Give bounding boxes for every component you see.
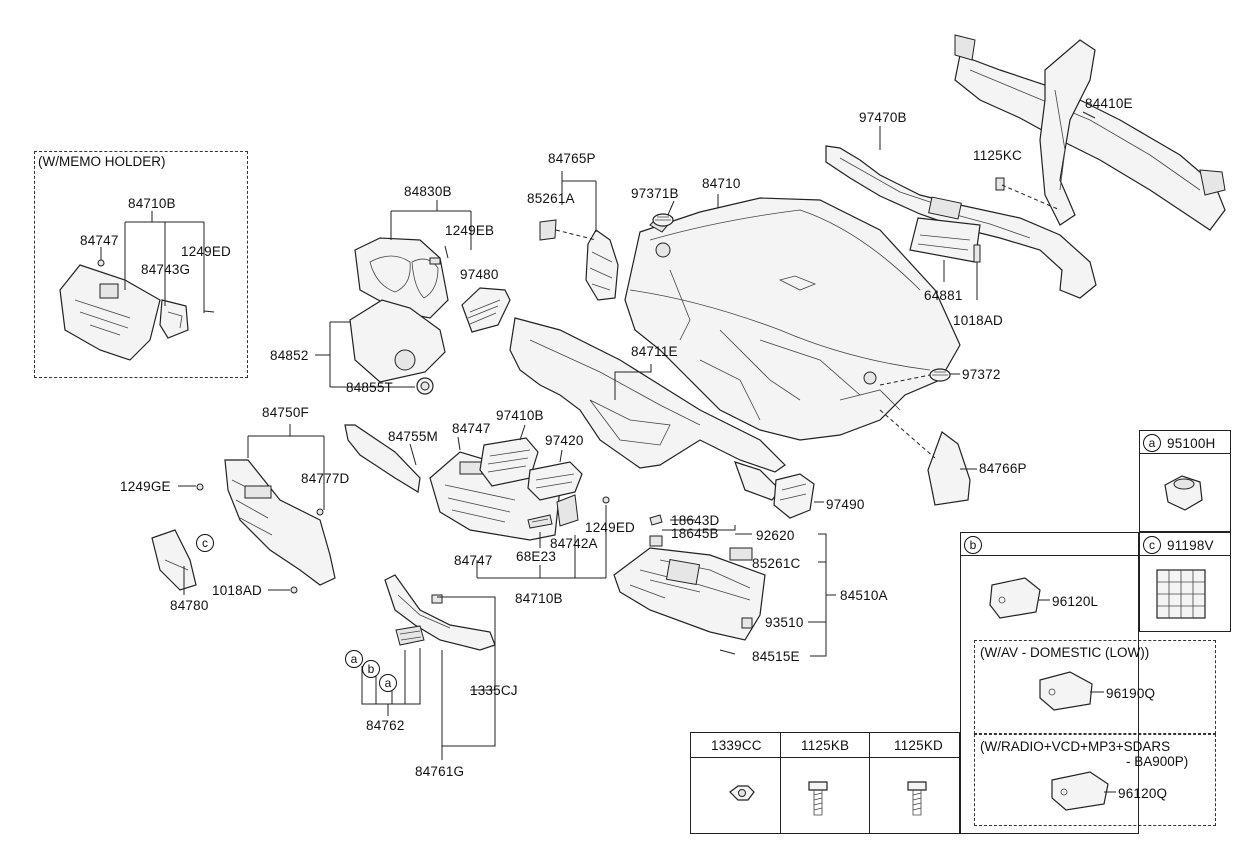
part-label: 1125KC xyxy=(973,148,1022,163)
legend-b-part-1: 96120L xyxy=(1052,594,1099,609)
side-trim-left-drawing xyxy=(539,171,619,301)
legend-a-frame xyxy=(1139,430,1231,532)
part-label: 97470B xyxy=(859,110,907,125)
part-label: 84750F xyxy=(262,405,309,420)
part-label: 97480 xyxy=(460,267,499,282)
callout-c-circle: c xyxy=(196,534,214,552)
part-label: 84766P xyxy=(979,461,1027,476)
legend-b-frame xyxy=(960,532,1139,834)
part-label: 1249ED xyxy=(585,520,635,535)
callout-a-circle-2: a xyxy=(379,674,397,692)
part-label: 85261A xyxy=(527,191,575,206)
hardware-table-header xyxy=(690,732,960,758)
memo-holder-leaders xyxy=(100,211,205,313)
part-label: 64881 xyxy=(924,288,963,303)
part-label: 84710B xyxy=(128,196,176,211)
glove-box-drawing xyxy=(613,514,836,657)
part-label: 84761G xyxy=(415,764,465,779)
center-fascia-drawing xyxy=(344,424,824,579)
hardware-table xyxy=(690,732,960,834)
hardware-table-dividers xyxy=(780,732,870,834)
hardware-col-1: 1339CC xyxy=(711,738,762,753)
part-label: 93510 xyxy=(765,615,804,630)
part-label: 1249EB xyxy=(445,223,495,238)
part-label: 84515E xyxy=(752,649,800,664)
callout-a-circle-1: a xyxy=(345,650,363,668)
part-label: 84852 xyxy=(270,348,309,363)
memo-holder-panel-drawing xyxy=(59,259,215,361)
part-label: 84755M xyxy=(388,429,438,444)
legend-c-frame xyxy=(1139,532,1231,632)
part-label: 1249GE xyxy=(120,479,171,494)
part-label: 84830B xyxy=(404,184,452,199)
air-duct-drawing xyxy=(825,126,1097,299)
legend-b-part-3: 96120Q xyxy=(1118,786,1168,801)
cluster-leaders xyxy=(315,200,472,388)
part-label: 84855T xyxy=(346,380,393,395)
part-label: 18645B xyxy=(671,526,719,541)
cross-beam-drawing xyxy=(954,34,1226,231)
radio-variant-note-line2: - BA900P) xyxy=(1126,754,1189,769)
legend-c-part: 91198V xyxy=(1167,538,1214,553)
av-domestic-note: (W/AV - DOMESTIC (LOW)) xyxy=(980,645,1150,660)
lower-cover-drawing xyxy=(361,574,496,760)
legend-c-circle: c xyxy=(1143,536,1161,554)
av-domestic-frame xyxy=(974,640,1216,734)
part-label: 85261C xyxy=(752,556,801,571)
hardware-drawings xyxy=(729,781,927,816)
part-label: 84710B xyxy=(515,591,563,606)
legend-b-part-2: 96190Q xyxy=(1106,686,1156,701)
part-label: 1018AD xyxy=(953,313,1003,328)
part-label: 84410E xyxy=(1085,96,1133,111)
part-label: 84747 xyxy=(80,233,119,248)
part-label: 84747 xyxy=(454,553,493,568)
memo-holder-note: (W/MEMO HOLDER) xyxy=(38,154,166,169)
part-label: 92620 xyxy=(756,528,795,543)
legend-a-part: 95100H xyxy=(1167,436,1216,451)
part-label: 84710 xyxy=(702,176,741,191)
lower-panel-left-drawing xyxy=(151,424,336,595)
part-label: 97420 xyxy=(545,433,584,448)
part-label: 84742A xyxy=(550,536,598,551)
part-label: 84765P xyxy=(548,151,596,166)
part-label: 84780 xyxy=(170,598,209,613)
legend-drawings xyxy=(989,475,1206,811)
part-label: 97371B xyxy=(631,186,679,201)
legend-a-circle: a xyxy=(1143,434,1161,452)
vent-caps-drawing xyxy=(652,213,960,386)
legend-b-circle: b xyxy=(964,536,982,554)
part-label: 97490 xyxy=(826,497,865,512)
part-label: 97410B xyxy=(496,408,544,423)
part-label: 84777D xyxy=(301,471,350,486)
part-label: 84762 xyxy=(366,718,405,733)
part-label: 18643D xyxy=(671,513,720,528)
radio-variant-frame xyxy=(974,734,1216,826)
hardware-col-2: 1125KB xyxy=(801,738,850,753)
cluster-hood-drawing xyxy=(349,237,511,395)
part-label: 1335CJ xyxy=(470,683,518,698)
part-label: 68E23 xyxy=(516,549,557,564)
radio-variant-note-line1: (W/RADIO+VCD+MP3+SDARS xyxy=(980,739,1171,754)
callout-b-circle: b xyxy=(362,660,380,678)
part-label: 84747 xyxy=(452,421,491,436)
part-label: 84510A xyxy=(840,588,888,603)
part-label: 84743G xyxy=(141,262,191,277)
legend-c-header xyxy=(1139,532,1231,556)
legend-b-header xyxy=(960,532,1139,556)
part-label: 97372 xyxy=(962,367,1001,382)
part-label: 1249ED xyxy=(181,244,231,259)
duct-bracket-drawing xyxy=(909,217,981,300)
memo-holder-group-frame xyxy=(34,151,248,378)
hardware-col-3: 1125KD xyxy=(894,738,943,753)
center-panel-drawing xyxy=(509,317,786,501)
part-label: 84711E xyxy=(631,344,678,359)
side-cover-right-drawing xyxy=(879,409,977,506)
legend-a-header xyxy=(1139,430,1231,454)
part-label: 1018AD xyxy=(212,583,262,598)
